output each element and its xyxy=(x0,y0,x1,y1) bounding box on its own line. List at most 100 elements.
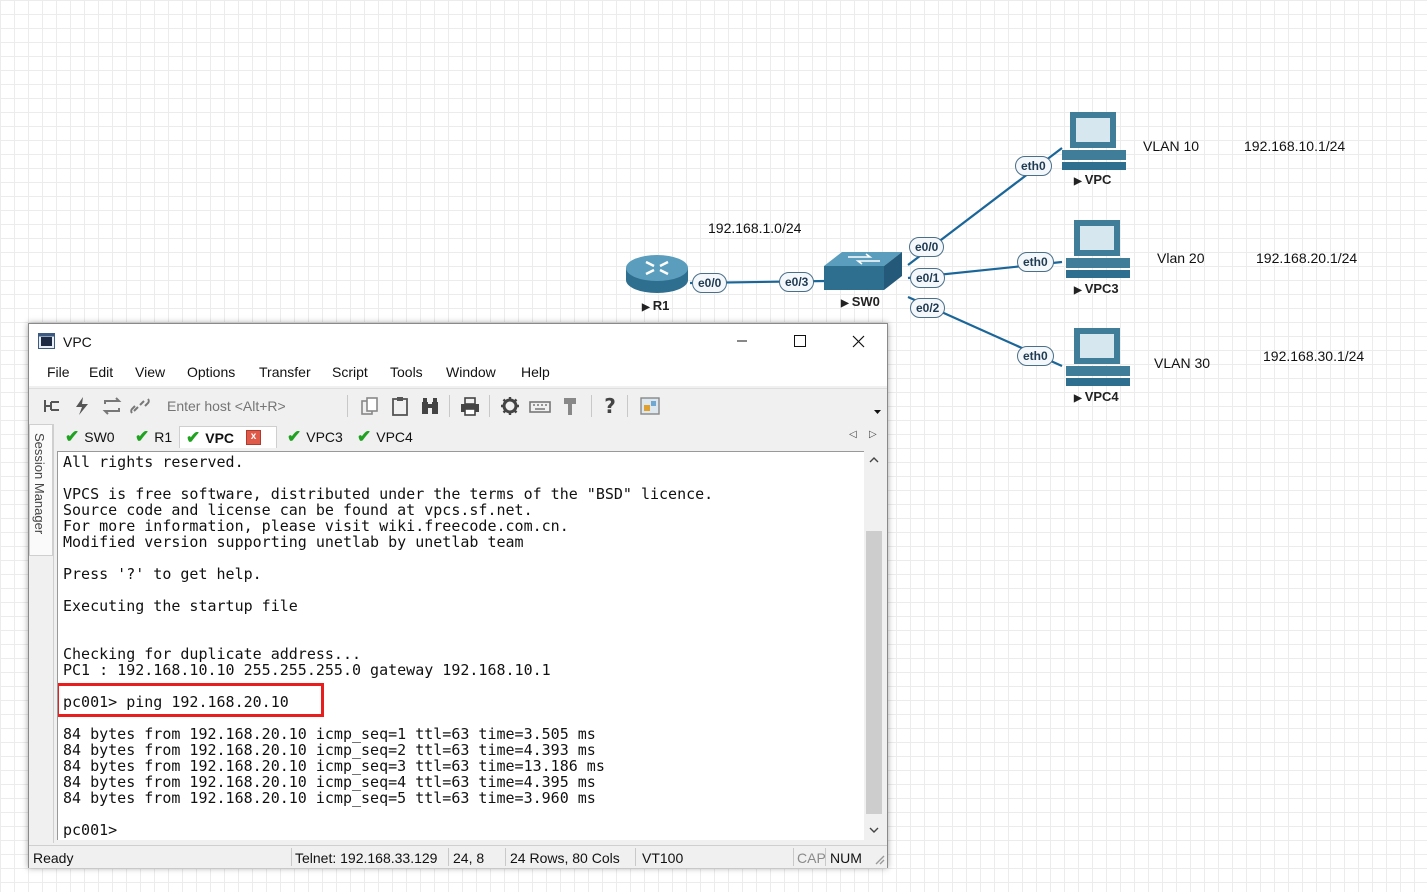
pc-icon[interactable] xyxy=(1064,326,1134,388)
status-separator xyxy=(793,848,794,866)
tab-sw0[interactable]: ✔SW0 xyxy=(65,427,115,446)
note-vlan20: Vlan 20 xyxy=(1157,250,1205,266)
terminal-line: VPCS is free software, distributed under… xyxy=(63,485,714,503)
check-icon: ✔ xyxy=(65,427,80,446)
terminal-line: 84 bytes from 192.168.20.10 icmp_seq=5 t… xyxy=(63,789,596,807)
menu-file[interactable]: File xyxy=(47,364,70,380)
print-icon[interactable] xyxy=(459,396,481,416)
node-label-vpc[interactable]: ▶VPC xyxy=(1074,172,1112,187)
session-manager-tab[interactable]: Session Manager xyxy=(29,424,53,556)
tab-scroll-right-icon[interactable]: ▷ xyxy=(869,429,877,440)
terminal-line: All rights reserved. xyxy=(63,453,244,471)
app-icon xyxy=(38,333,55,349)
paste-icon[interactable] xyxy=(389,396,411,416)
help-icon[interactable]: ? xyxy=(599,396,621,416)
note-r1-network: 192.168.1.0/24 xyxy=(708,220,802,236)
minimize-button[interactable] xyxy=(713,324,771,358)
status-connection: Telnet: 192.168.33.129 xyxy=(295,850,438,866)
toolbar-separator xyxy=(449,395,450,417)
status-size: 24 Rows, 80 Cols xyxy=(510,850,620,866)
terminal-output[interactable]: All rights reserved. VPCS is free softwa… xyxy=(57,451,864,840)
menu-edit[interactable]: Edit xyxy=(89,364,114,380)
connect-icon[interactable] xyxy=(41,396,63,416)
scroll-up-icon[interactable] xyxy=(864,451,884,469)
port-sw0-e02: e0/2 xyxy=(910,298,946,318)
resize-grip-icon[interactable] xyxy=(873,853,885,865)
terminal-line: PC1 : 192.168.10.10 255.255.255.0 gatewa… xyxy=(63,661,551,679)
switch-icon[interactable] xyxy=(822,250,904,294)
menu-bar: File Edit View Options Transfer Script T… xyxy=(29,358,887,386)
menu-help[interactable]: Help xyxy=(521,364,550,380)
key-icon[interactable] xyxy=(559,396,581,416)
find-icon[interactable] xyxy=(419,396,441,416)
port-vpc4-eth0: eth0 xyxy=(1017,346,1054,366)
terminal-command-line: pc001> ping 192.168.20.10 xyxy=(63,693,289,711)
copy-icon[interactable] xyxy=(359,396,381,416)
terminal-line: Source code and license can be found at … xyxy=(63,501,533,519)
title-bar[interactable]: VPC xyxy=(29,324,887,358)
terminal-line: Executing the startup file xyxy=(63,597,298,615)
status-separator xyxy=(635,848,636,866)
check-icon: ✔ xyxy=(287,427,302,446)
menu-script[interactable]: Script xyxy=(332,364,368,380)
status-bar: Ready Telnet: 192.168.33.129 24, 8 24 Ro… xyxy=(29,845,887,868)
menu-transfer[interactable]: Transfer xyxy=(259,364,311,380)
gear-icon[interactable] xyxy=(499,396,521,416)
host-input[interactable] xyxy=(163,395,351,417)
router-icon[interactable] xyxy=(624,252,690,296)
keymap-icon[interactable] xyxy=(529,396,551,416)
note-gateway-10: 192.168.10.1/24 xyxy=(1244,138,1346,154)
status-separator xyxy=(291,848,292,866)
sftp-icon[interactable] xyxy=(639,396,661,416)
status-cursor: 24, 8 xyxy=(453,850,485,866)
port-vpc3-eth0: eth0 xyxy=(1017,252,1054,272)
disconnect-icon[interactable] xyxy=(129,396,151,416)
vertical-scrollbar[interactable] xyxy=(864,451,884,839)
port-sw0-e00: e0/0 xyxy=(909,237,945,257)
tab-vpc3[interactable]: ✔VPC3 xyxy=(287,427,343,446)
maximize-button[interactable] xyxy=(771,324,829,358)
toolbar-separator xyxy=(347,395,348,417)
reconnect-icon[interactable] xyxy=(101,396,123,416)
menu-window[interactable]: Window xyxy=(446,364,496,380)
terminal-prompt-line: pc001> xyxy=(63,821,118,839)
session-manager-label: Session Manager xyxy=(32,433,47,535)
pc-icon[interactable] xyxy=(1064,218,1134,280)
pc-icon[interactable] xyxy=(1060,110,1130,172)
terminal-line: 84 bytes from 192.168.20.10 icmp_seq=3 t… xyxy=(63,757,605,775)
note-vlan30: VLAN 30 xyxy=(1154,355,1211,371)
status-separator xyxy=(448,848,449,866)
highlight-box xyxy=(58,683,324,717)
close-icon xyxy=(852,335,864,347)
node-label-vpc3[interactable]: ▶VPC3 xyxy=(1074,281,1119,296)
status-separator xyxy=(505,848,506,866)
node-label-vpc4[interactable]: ▶VPC4 xyxy=(1074,389,1119,404)
status-ready: Ready xyxy=(33,850,74,866)
toolbar-separator xyxy=(489,395,490,417)
terminal-line: 84 bytes from 192.168.20.10 icmp_seq=1 t… xyxy=(63,725,596,743)
toolbar-overflow-icon[interactable] xyxy=(873,409,882,415)
scroll-thumb[interactable] xyxy=(866,531,882,814)
node-label-r1[interactable]: ▶R1 xyxy=(642,298,670,313)
toolbar-separator xyxy=(627,395,628,417)
menu-options[interactable]: Options xyxy=(187,364,236,380)
tab-r1[interactable]: ✔R1 xyxy=(135,427,173,446)
menu-tools[interactable]: Tools xyxy=(390,364,423,380)
note-vlan10: VLAN 10 xyxy=(1143,138,1200,154)
window-title: VPC xyxy=(63,334,92,350)
scroll-down-icon[interactable] xyxy=(864,821,884,839)
note-gateway-20: 192.168.20.1/24 xyxy=(1256,250,1358,266)
session-manager-sidebar: Session Manager xyxy=(29,424,54,843)
close-button[interactable] xyxy=(829,324,887,358)
status-cap: CAP xyxy=(797,850,826,866)
tab-scroll-left-icon[interactable]: ◁ xyxy=(849,429,857,440)
tab-vpc4[interactable]: ✔VPC4 xyxy=(357,427,413,446)
status-separator xyxy=(825,848,826,866)
node-label-sw0[interactable]: ▶SW0 xyxy=(841,294,880,309)
port-sw0-e01: e0/1 xyxy=(910,268,946,288)
tab-close-button[interactable]: x xyxy=(246,430,262,445)
quick-connect-icon[interactable] xyxy=(71,396,93,416)
menu-view[interactable]: View xyxy=(135,364,166,380)
